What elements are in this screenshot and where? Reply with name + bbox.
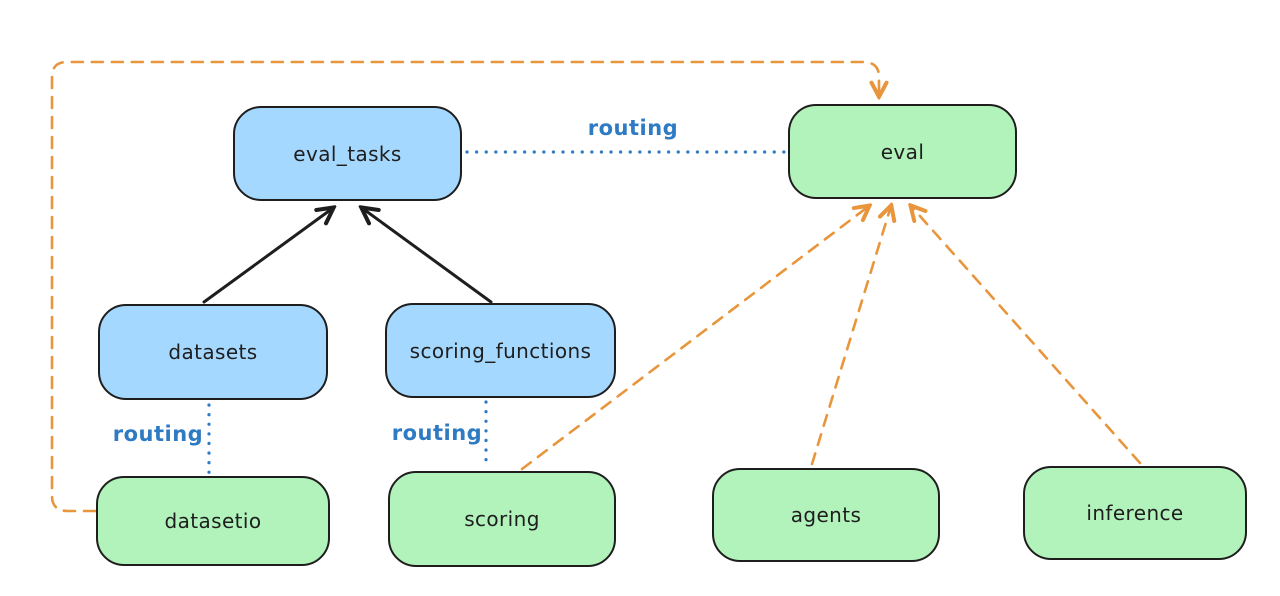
edge-scoring-to-eval [520, 206, 869, 471]
node-datasets: datasets [98, 304, 328, 400]
node-scoring-functions-label: scoring_functions [409, 338, 592, 363]
edge-label-routing-datasets-datasetio: routing [112, 422, 204, 446]
edge-datasetio-to-eval-loop [50, 60, 879, 513]
node-datasets-label: datasets [168, 340, 258, 364]
node-inference-label: inference [1086, 501, 1184, 525]
node-inference: inference [1023, 466, 1247, 560]
edge-agents-to-eval [810, 206, 891, 466]
node-datasetio-label: datasetio [164, 509, 262, 533]
node-eval: eval [788, 104, 1017, 199]
edge-label-routing-eval-tasks-eval: routing [587, 116, 679, 140]
edge-scoring-functions-to-eval-tasks [362, 208, 493, 304]
edge-datasets-to-eval-tasks [202, 208, 333, 304]
node-eval-label: eval [880, 139, 925, 164]
node-agents: agents [712, 468, 940, 562]
node-agents-label: agents [790, 503, 862, 527]
node-scoring-label: scoring [464, 507, 540, 531]
edge-inference-to-eval [911, 206, 1142, 465]
node-eval-tasks-label: eval_tasks [293, 141, 402, 166]
node-scoring-functions: scoring_functions [385, 303, 616, 398]
node-eval-tasks: eval_tasks [233, 106, 462, 201]
node-datasetio: datasetio [96, 476, 330, 566]
node-scoring: scoring [388, 471, 616, 567]
edge-label-routing-scoring-functions-scoring: routing [391, 421, 483, 445]
